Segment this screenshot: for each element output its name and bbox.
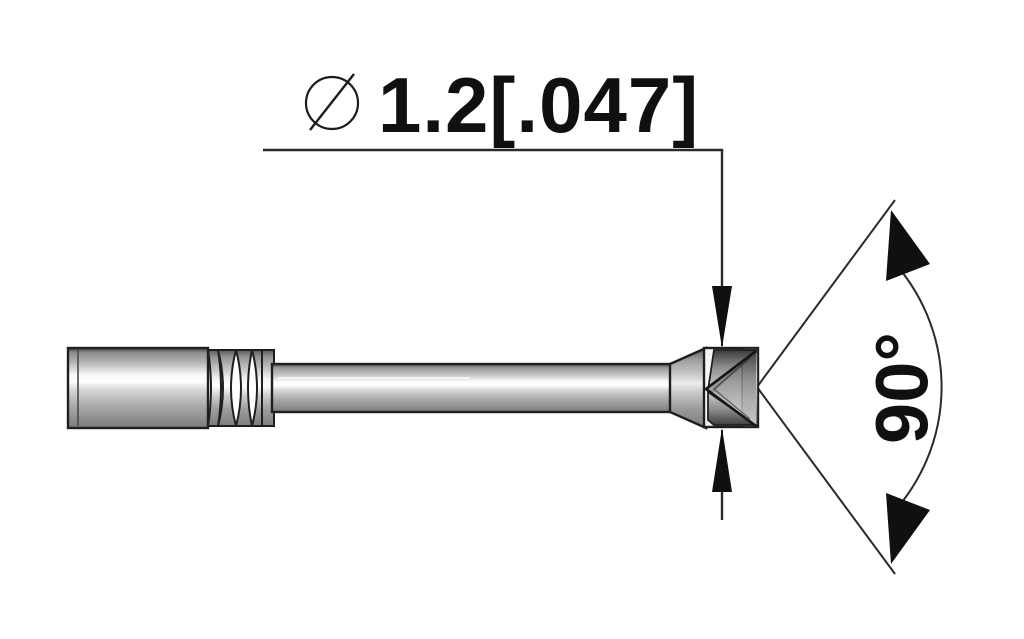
cone-transition: [668, 346, 708, 430]
v-notch-inner-lines: [712, 357, 751, 420]
countersink-cutter-part: [66, 346, 760, 430]
diameter-arrowhead-top: [712, 286, 732, 348]
diameter-leader-line: [263, 148, 724, 288]
shaft: [270, 362, 674, 414]
diameter-arrowhead-bottom: [712, 428, 732, 492]
angle-dimension-text: 90°: [861, 332, 944, 444]
v-notch-interior: [708, 352, 756, 425]
shank-body: [66, 346, 210, 430]
groove-ring-2: [234, 349, 254, 427]
diameter-symbol-icon: [304, 73, 360, 131]
angle-dimension-arc: [888, 256, 943, 518]
diameter-dimension-text: 1.2[.047]: [378, 61, 699, 149]
angle-arrowhead-lower: [886, 493, 930, 564]
angle-dimension-group: 90°: [756, 199, 944, 575]
angle-leader-line-upper: [756, 199, 896, 388]
diameter-dimension-group: 1.2[.047]: [263, 61, 732, 520]
angle-leader-line-lower: [756, 386, 896, 575]
v-notch-vertex-lines: [703, 349, 757, 428]
groove-ring-1: [206, 349, 222, 427]
angle-arrowhead-upper: [886, 210, 930, 281]
